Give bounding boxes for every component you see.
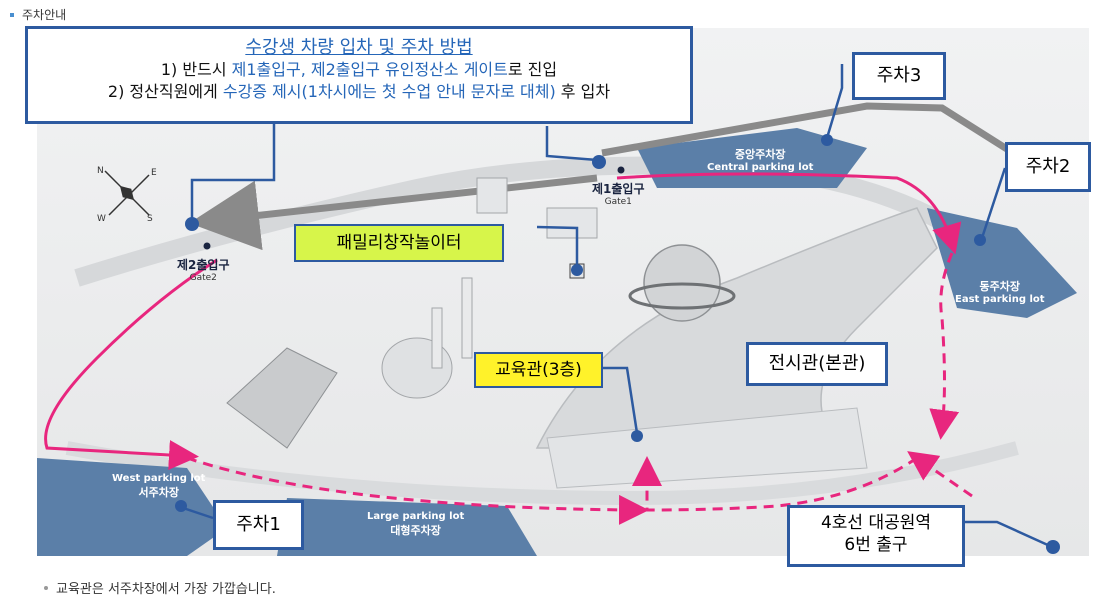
footnote-text: 교육관은 서주차장에서 가장 가깝습니다. — [56, 582, 276, 597]
west-parking-lot — [37, 458, 227, 556]
east-parking-lot — [927, 208, 1077, 318]
boundary-wall — [601, 102, 1039, 171]
footnote-bullet — [44, 585, 48, 590]
compass-w: W — [97, 214, 106, 224]
pointer-dot-gate2 — [185, 217, 199, 231]
pointer-gate2 — [190, 120, 276, 221]
pointer-dot-station — [1046, 540, 1060, 554]
gate1-ko: 제1출입구 — [592, 182, 645, 196]
instruction-1-highlight: 제1출입구, 제2출입구 유인정산소 게이트 — [231, 60, 508, 79]
instruction-1-prefix: 1) 반드시 — [160, 60, 232, 79]
station-line-2: 6번 출구 — [844, 535, 908, 555]
pointer-dot-playground — [571, 264, 583, 276]
instructions-title: 수강생 차량 입차 및 주차 방법 — [245, 37, 473, 58]
central-lot-en: Central parking lot — [707, 162, 814, 173]
title-bullet — [10, 12, 14, 17]
west-lot-ko: 서주차장 — [138, 486, 179, 499]
route-east-south — [929, 252, 960, 440]
education-building — [546, 407, 868, 489]
instruction-1-suffix: 로 진입 — [507, 60, 558, 79]
route-station-edu — [632, 456, 918, 512]
rocket-tower — [461, 277, 473, 359]
family-playground-label: 패밀리창작놀이터 — [294, 224, 504, 262]
footnote: 교육관은 서주차장에서 가장 가깝습니다. — [44, 578, 276, 597]
large-parking-lot — [277, 498, 537, 556]
parking2-label: 주차2 — [1005, 142, 1091, 192]
pointer-playground — [536, 225, 579, 268]
large-lot-en: Large parking lot — [367, 511, 465, 522]
instruction-line-1: 1) 반드시 제1출입구, 제2출입구 유인정산소 게이트로 진입 — [28, 59, 690, 81]
large-lot-label: Large parking lot 대형주차장 — [367, 511, 464, 538]
gate2-label: 제2출입구 Gate2 — [177, 256, 230, 283]
pointer-parking2 — [980, 167, 1007, 239]
route-gate1-east — [616, 172, 962, 255]
gate2-en: Gate2 — [189, 273, 217, 283]
pointer-dot-education — [631, 430, 643, 442]
east-lot-label: 동주차장 East parking lot — [955, 278, 1045, 305]
central-parking-lot — [637, 128, 867, 188]
instruction-2-highlight: 수강증 제시(1차시에는 첫 수업 안내 문자로 대체) — [222, 82, 556, 101]
central-lot-label: 중앙주차장 Central parking lot — [707, 146, 813, 173]
gate1-en: Gate1 — [604, 197, 632, 207]
east-lot-en: East parking lot — [955, 294, 1045, 305]
compass-e: E — [151, 168, 157, 178]
education-hall-label: 교육관(3층) — [474, 352, 603, 388]
compass-s: S — [147, 214, 153, 224]
pointer-dot-parking1 — [175, 500, 187, 512]
gate2-marker — [203, 242, 211, 250]
pointer-parking3 — [825, 64, 844, 139]
glass-building — [226, 347, 338, 449]
dome-ring — [628, 282, 736, 310]
east-lot-ko: 동주차장 — [979, 280, 1021, 293]
pointer-station — [959, 520, 1051, 548]
parking3-label: 주차3 — [852, 52, 946, 100]
gate1-label: 제1출입구 Gate1 — [592, 180, 645, 207]
route-west-edu — [186, 456, 649, 525]
section-title: 주차안내 — [10, 6, 66, 23]
small-building — [476, 177, 508, 214]
compass-n: N — [97, 166, 104, 176]
pointer-gate1 — [545, 126, 598, 162]
pointer-parking1 — [182, 506, 214, 520]
rocket-tower — [431, 307, 443, 369]
small-building — [546, 207, 598, 239]
west-lot-label: West parking lot 서주차장 — [112, 473, 205, 500]
gate1-marker — [617, 166, 625, 174]
instruction-2-prefix: 2) 정산직원에게 — [107, 82, 223, 101]
west-lot-en: West parking lot — [112, 473, 206, 484]
route-gate2-west — [44, 258, 218, 470]
pointer-dot-parking2 — [974, 234, 986, 246]
parking-instructions: 수강생 차량 입차 및 주차 방법 1) 반드시 제1출입구, 제2출입구 유인… — [25, 26, 693, 124]
parking1-label: 주차1 — [213, 500, 304, 550]
compass: N E S W — [97, 166, 157, 224]
section-title-text: 주차안내 — [22, 8, 67, 22]
station-line-1: 4호선 대공원역 — [820, 513, 932, 533]
entry-arrow — [189, 174, 598, 251]
station-exit-label: 4호선 대공원역 6번 출구 — [787, 505, 965, 567]
route-station — [907, 451, 973, 498]
instruction-2-suffix: 후 입차 — [555, 82, 611, 101]
pointer-dot-parking3 — [821, 134, 833, 146]
pointer-dot-gate1 — [592, 155, 606, 169]
central-lot-ko: 중앙주차장 — [734, 148, 786, 161]
pointer-education — [599, 366, 639, 434]
large-lot-ko: 대형주차장 — [390, 524, 441, 537]
exhibition-hall-label: 전시관(본관) — [746, 342, 888, 386]
gate2-ko: 제2출입구 — [177, 258, 230, 272]
road — [65, 441, 1019, 506]
instruction-line-2: 2) 정산직원에게 수강증 제시(1차시에는 첫 수업 안내 문자로 대체) 후… — [28, 81, 690, 103]
